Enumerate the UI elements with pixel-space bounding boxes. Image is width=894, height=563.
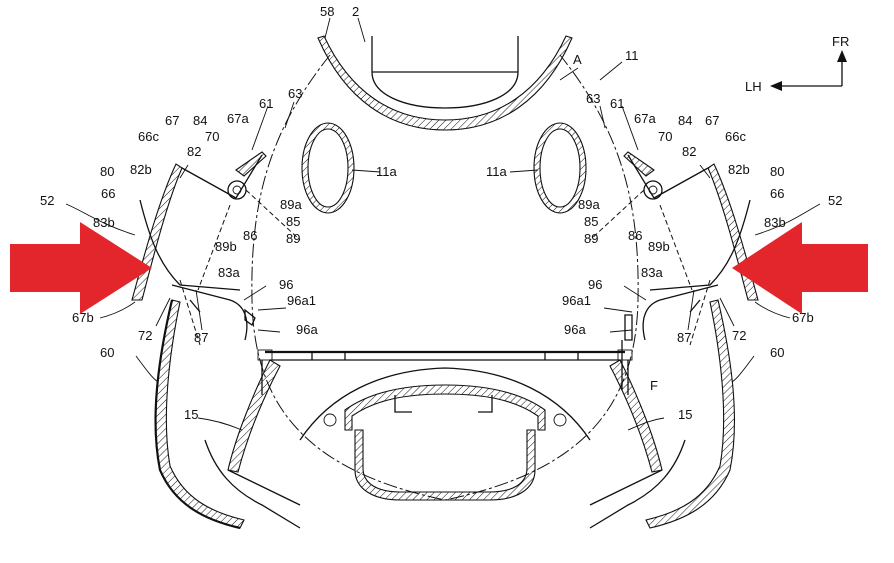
label-70-left: 70 [205, 129, 219, 144]
side-fairing-left [154, 299, 245, 530]
label-89a-left: 89a [280, 197, 302, 212]
label-66c-right: 66c [725, 129, 746, 144]
top-cowl [317, 35, 573, 131]
cross-plate [257, 349, 633, 395]
label-83a-right: 83a [641, 265, 663, 280]
label-84-left: 84 [193, 113, 207, 128]
label-83b-right: 83b [764, 215, 786, 230]
inner-panel-left [204, 359, 301, 529]
opening-11a-left [301, 122, 355, 214]
fr-arrowhead-icon [837, 50, 847, 62]
label-89-right: 89 [584, 231, 598, 246]
side-fairing-right [645, 299, 735, 529]
label-89-left: 89 [286, 231, 300, 246]
label-82-right: 82 [682, 144, 696, 159]
label-67b-left: 67b [72, 310, 94, 325]
orientation-lh-label: LH [745, 79, 762, 94]
label-61-left: 61 [259, 96, 273, 111]
label-67a-left: 67a [227, 111, 249, 126]
label-82b-left: 82b [130, 162, 152, 177]
label-83b-left: 83b [93, 215, 115, 230]
label-96a1-right: 96a1 [562, 293, 591, 308]
label-66-left: 66 [101, 186, 115, 201]
label-80-left: 80 [100, 164, 114, 179]
label-96-left: 96 [279, 277, 293, 292]
label-f: F [650, 378, 658, 393]
orientation-indicator: FR LH [745, 34, 849, 94]
label-66-right: 66 [770, 186, 784, 201]
label-60-right: 60 [770, 345, 784, 360]
label-89b-left: 89b [215, 239, 237, 254]
label-82b-right: 82b [728, 162, 750, 177]
label-2: 2 [352, 4, 359, 19]
label-72-right: 72 [732, 328, 746, 343]
label-15-right: 15 [678, 407, 692, 422]
label-15-left: 15 [184, 407, 198, 422]
lh-arrowhead-icon [770, 81, 782, 91]
label-52-right: 52 [828, 193, 842, 208]
label-96-right: 96 [588, 277, 602, 292]
label-89a-right: 89a [578, 197, 600, 212]
label-72-left: 72 [138, 328, 152, 343]
label-67-right: 67 [705, 113, 719, 128]
label-96a-right: 96a [564, 322, 586, 337]
label-11: 11 [625, 48, 639, 63]
label-87-right: 87 [677, 330, 691, 345]
orientation-fr-label: FR [832, 34, 849, 49]
label-63-left: 63 [288, 86, 302, 101]
label-85-left: 85 [286, 214, 300, 229]
right-mirror-assembly [589, 151, 759, 390]
label-80-right: 80 [770, 164, 784, 179]
label-86-left: 86 [243, 228, 257, 243]
label-70-right: 70 [658, 129, 672, 144]
label-96a1-left: 96a1 [287, 293, 316, 308]
inner-panel-right [589, 359, 686, 529]
label-67b-right: 67b [792, 310, 814, 325]
right-red-arrow-icon [732, 222, 868, 314]
label-89b-right: 89b [648, 239, 670, 254]
label-11a-left: 11a [376, 164, 397, 179]
reference-numerals: 58 2 A 11 63 63 61 61 67a 67a 84 84 67 6… [40, 4, 842, 422]
label-52-left: 52 [40, 193, 54, 208]
label-82-left: 82 [187, 144, 201, 159]
label-63-right: 63 [586, 91, 600, 106]
label-11a-right: 11a [486, 164, 507, 179]
label-83a-left: 83a [218, 265, 240, 280]
label-66c-left: 66c [138, 129, 159, 144]
label-96a-left: 96a [296, 322, 318, 337]
leader-lines [65, 17, 821, 431]
label-61-right: 61 [610, 96, 624, 111]
label-84-right: 84 [678, 113, 692, 128]
label-87-left: 87 [194, 330, 208, 345]
label-58: 58 [320, 4, 334, 19]
label-67-left: 67 [165, 113, 179, 128]
label-a: A [573, 52, 582, 67]
label-85-right: 85 [584, 214, 598, 229]
left-red-arrow-icon [10, 222, 152, 314]
label-60-left: 60 [100, 345, 114, 360]
label-86-right: 86 [628, 228, 642, 243]
opening-11a-right [533, 122, 587, 214]
center-duct [299, 367, 591, 501]
label-67a-right: 67a [634, 111, 656, 126]
